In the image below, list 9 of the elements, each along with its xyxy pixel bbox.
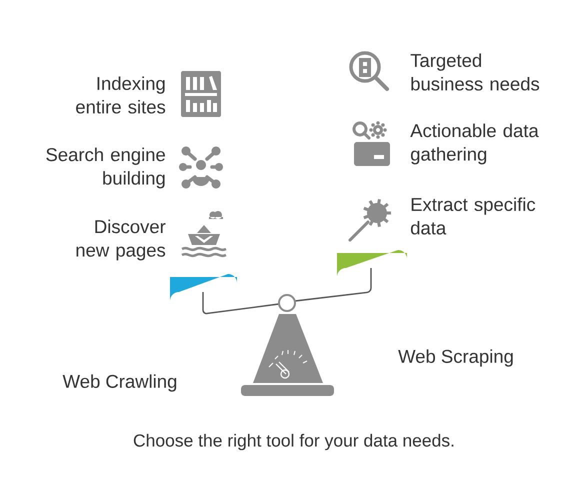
feature-text: Search engine building	[46, 148, 165, 188]
feature-text: Indexing entire sites	[76, 76, 166, 114]
feature-text: Discover new pages	[76, 220, 166, 260]
feature-text: Targeted business needs	[410, 53, 540, 91]
side-label: Web Crawling	[62, 374, 176, 392]
caption: Choose the right tool for your data needs.	[134, 434, 454, 450]
side-label: Web Scraping	[398, 349, 513, 367]
feature-text: Extract specific data	[411, 197, 536, 235]
feature-text: Actionable data gathering	[410, 124, 539, 164]
